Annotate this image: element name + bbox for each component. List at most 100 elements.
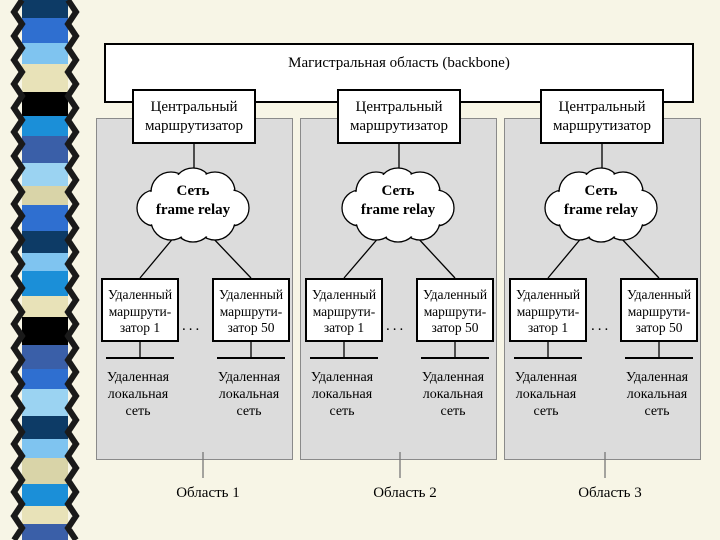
cloud-to-remote-1-link xyxy=(343,235,381,279)
strip-segment xyxy=(22,271,68,296)
remote-label-line2: маршрути- xyxy=(423,303,487,319)
remote-lan-label: Удаленная локальная сеть xyxy=(97,369,179,420)
lan-label-line2: локальная xyxy=(107,387,169,402)
lan-bar xyxy=(217,357,285,359)
lan-label-line2: локальная xyxy=(422,387,484,402)
remote-label-line2: маршрути- xyxy=(108,303,172,319)
frame-relay-cloud-3 xyxy=(544,167,658,243)
area-label-1: Область 1 xyxy=(176,485,240,501)
strip-segment xyxy=(22,186,68,205)
central-router-3: Центральный маршрутизатор xyxy=(540,89,664,144)
remote-lan-label: Удаленная локальная сеть xyxy=(505,369,587,420)
strip-segment xyxy=(22,205,68,231)
remote-label-line2: маршрути- xyxy=(312,303,376,319)
lan-label-line3: сеть xyxy=(236,404,262,419)
frame-relay-cloud-2 xyxy=(341,167,455,243)
frame-relay-cloud-1 xyxy=(136,167,250,243)
remote-label-line2: маршрути- xyxy=(516,303,580,319)
cloud-label-line2: frame relay xyxy=(563,202,639,218)
strip-segment xyxy=(22,389,68,416)
strip-segment xyxy=(22,458,68,484)
remote-lan-label: Удаленная локальная сеть xyxy=(616,369,698,420)
remote-router-50-area-3: Удаленный маршрути- затор 50 xyxy=(620,278,698,342)
lan-label-line3: сеть xyxy=(533,404,559,419)
frame-relay-label-3: Сеть frame relay xyxy=(546,182,656,220)
central-router-1: Центральный маршрутизатор xyxy=(132,89,256,144)
remote-label-line3: затор 50 xyxy=(431,320,479,335)
strip-segment xyxy=(22,43,68,64)
cloud-label-line2: frame relay xyxy=(155,202,231,218)
frame-relay-label-2: Сеть frame relay xyxy=(343,182,453,220)
cloud-label-line1: Сеть xyxy=(176,183,210,199)
lan-bar xyxy=(421,357,489,359)
area-label-2: Область 2 xyxy=(373,485,437,501)
lan-bar xyxy=(514,357,582,359)
remote-router-50-area-2: Удаленный маршрути- затор 50 xyxy=(416,278,494,342)
strip-segment xyxy=(22,439,68,458)
lan-label-line3: сеть xyxy=(125,404,151,419)
strip-segment xyxy=(22,253,68,271)
lan-bar xyxy=(625,357,693,359)
central-router-label-line2: маршрутизатор xyxy=(349,118,449,134)
cloud-to-remote-1-link xyxy=(547,235,584,279)
strip-segment xyxy=(22,416,68,439)
remote-label-line2: маршрути- xyxy=(627,303,691,319)
central-router-label-line1: Центральный xyxy=(558,99,646,115)
lan-label-line2: локальная xyxy=(626,387,688,402)
remote-label-line1: Удаленный xyxy=(422,287,488,302)
remote-router-50-area-1: Удаленный маршрути- затор 50 xyxy=(212,278,290,342)
strip-segment xyxy=(22,116,68,136)
strip-segment xyxy=(22,231,68,253)
lan-label-line3: сеть xyxy=(329,404,355,419)
remote-label-line1: Удаленный xyxy=(218,287,284,302)
strip-segment xyxy=(22,524,68,540)
central-router-2: Центральный маршрутизатор xyxy=(337,89,461,144)
strip-edge xyxy=(10,0,26,540)
central-router-label-line2: маршрутизатор xyxy=(552,118,652,134)
remote-label-line3: затор 1 xyxy=(323,320,365,335)
ellipsis: ... xyxy=(591,318,612,334)
strip-segment xyxy=(22,369,68,389)
lan-label-line1: Удаленная xyxy=(310,370,374,385)
remote-lan-label: Удаленная локальная сеть xyxy=(208,369,290,420)
cloud-to-remote-50-link xyxy=(415,235,456,279)
strip-segment xyxy=(22,0,68,18)
remote-label-line2: маршрути- xyxy=(219,303,283,319)
strip-segment xyxy=(22,296,68,317)
backbone-label: Магистральная область (backbone) xyxy=(288,55,510,71)
strip-segment xyxy=(22,345,68,369)
ellipsis: ... xyxy=(182,318,203,334)
lan-bar xyxy=(106,357,174,359)
strip-segment xyxy=(22,163,68,186)
remote-router-1-area-3: Удаленный маршрути- затор 1 xyxy=(509,278,587,342)
remote-label-line1: Удаленный xyxy=(107,287,173,302)
lan-label-line3: сеть xyxy=(440,404,466,419)
strip-segment xyxy=(22,92,68,116)
central-router-label-line1: Центральный xyxy=(150,99,238,115)
remote-lan-label: Удаленная локальная сеть xyxy=(301,369,383,420)
lan-label-line1: Удаленная xyxy=(217,370,281,385)
remote-label-line1: Удаленный xyxy=(311,287,377,302)
lan-label-line2: локальная xyxy=(515,387,577,402)
remote-label-line3: затор 1 xyxy=(119,320,161,335)
remote-label-line3: затор 50 xyxy=(227,320,275,335)
cloud-label-line1: Сеть xyxy=(381,183,415,199)
lan-bar xyxy=(310,357,378,359)
frame-relay-label-1: Сеть frame relay xyxy=(138,182,248,220)
remote-label-line1: Удаленный xyxy=(515,287,581,302)
cloud-label-line1: Сеть xyxy=(584,183,618,199)
lan-label-line1: Удаленная xyxy=(106,370,170,385)
remote-label-line3: затор 50 xyxy=(635,320,683,335)
cloud-label-line2: frame relay xyxy=(360,202,436,218)
lan-label-line2: локальная xyxy=(311,387,373,402)
remote-router-1-area-1: Удаленный маршрути- затор 1 xyxy=(101,278,179,342)
ellipsis: ... xyxy=(386,318,407,334)
strip-edge xyxy=(64,0,80,540)
cloud-to-remote-50-link xyxy=(210,235,252,279)
lan-label-line2: локальная xyxy=(218,387,280,402)
remote-label-line3: затор 1 xyxy=(527,320,569,335)
strip-segment xyxy=(22,136,68,163)
central-router-label-line1: Центральный xyxy=(355,99,443,115)
area-label-3: Область 3 xyxy=(578,485,642,501)
